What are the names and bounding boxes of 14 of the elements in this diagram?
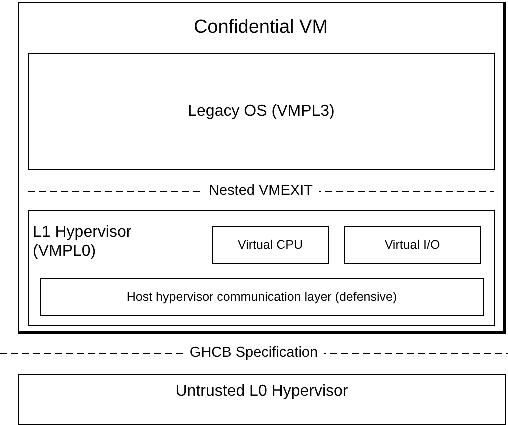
component-box [344,226,481,264]
os-box [28,53,495,170]
vm-container [18,2,506,334]
hypervisor-box [28,210,495,326]
box-label: Host hypervisor communication layer (defensive) [126,290,398,304]
box-heading: L1 Hypervisor (VMPL0) [33,223,133,261]
container-title: Confidential VM [194,17,328,39]
hypervisor-box [18,374,506,425]
layer-box [40,278,484,316]
box-label: Virtual I/O [384,238,440,252]
box-label: Legacy OS (VMPL3) [188,102,335,120]
box-label: Untrusted L0 Hypervisor [176,383,348,401]
component-box [212,226,329,264]
box-label: Virtual CPU [238,238,304,252]
